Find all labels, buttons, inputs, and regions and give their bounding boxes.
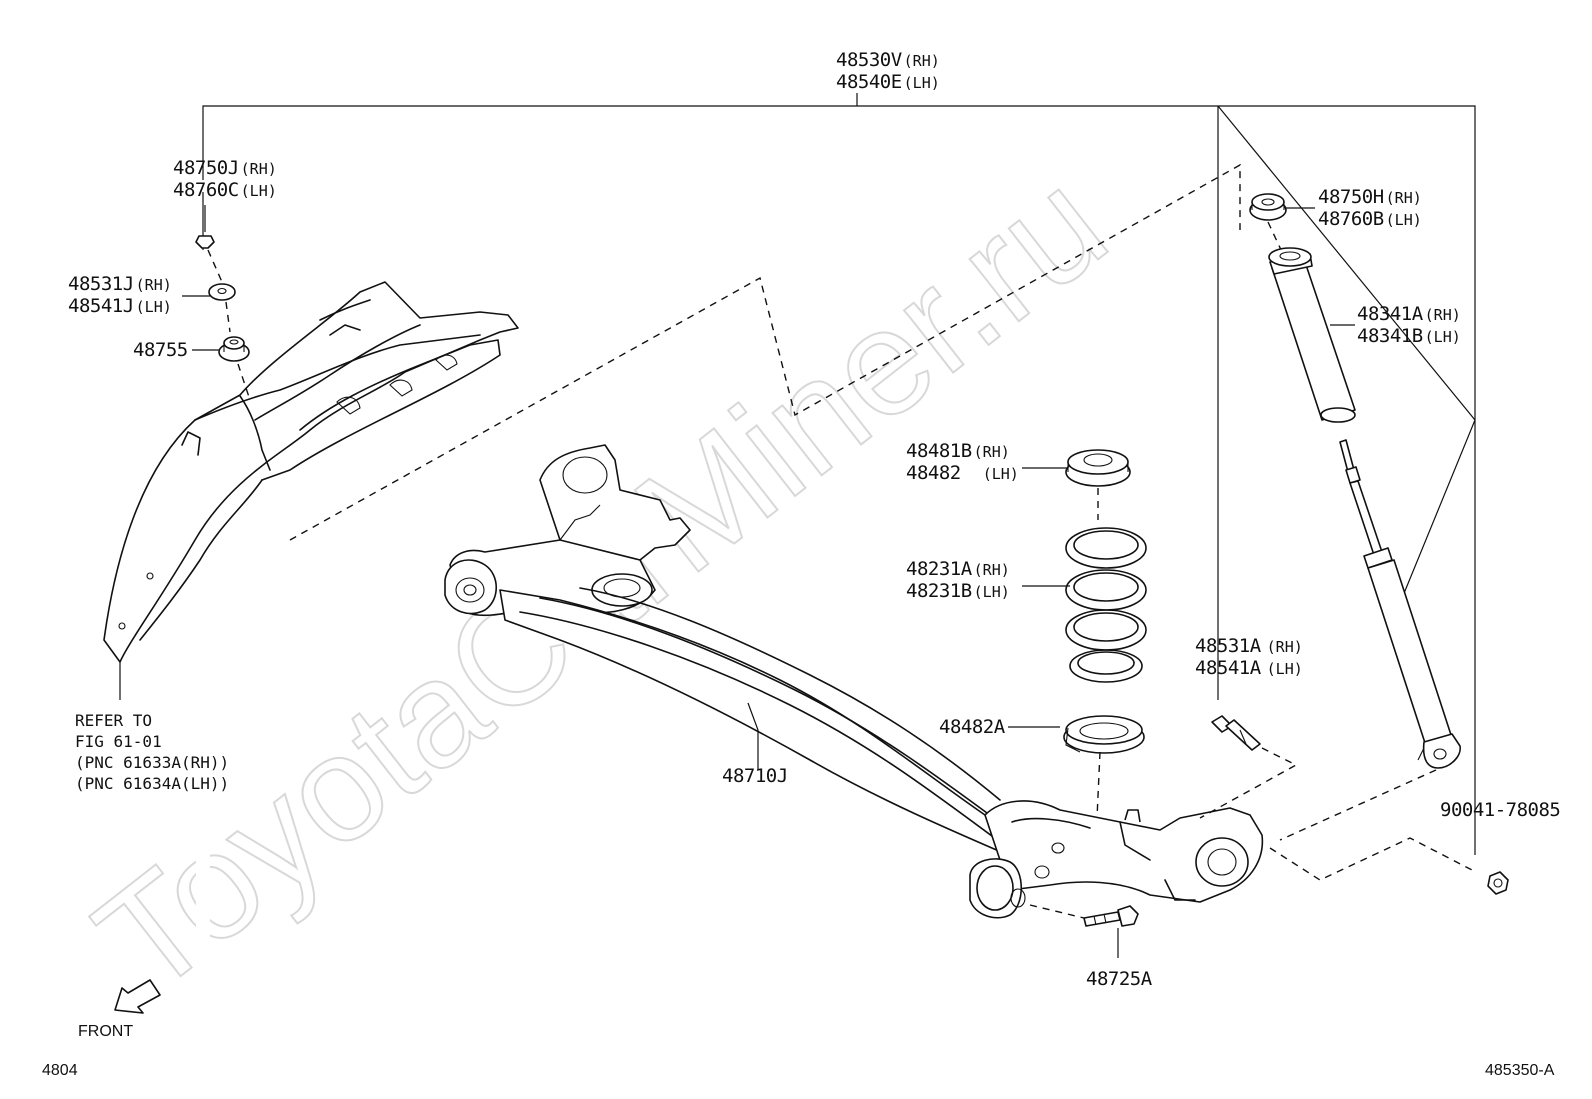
mount-cap-48750H-icon xyxy=(1249,193,1287,221)
front-arrow-icon xyxy=(114,979,161,1014)
label-48231B: 48231B(LH) xyxy=(906,580,1010,602)
label-48541J: 48541J(LH) xyxy=(68,295,172,317)
body-side-member-panel xyxy=(103,281,519,663)
ref-line-3: (PNC 61633A(RH)) xyxy=(75,753,229,772)
ref-line-2: FIG 61-01 xyxy=(75,732,162,751)
label-48341A: 48341A(RH) xyxy=(1357,303,1461,325)
bolt-48725A-icon xyxy=(1083,905,1139,927)
label-48755: 48755 xyxy=(133,339,188,361)
coil-spring-48231A xyxy=(1065,527,1147,683)
nut-90041-78085-icon xyxy=(1487,871,1509,895)
bolt-48531A-icon xyxy=(1211,715,1261,751)
label-48530V: 48530V(RH) xyxy=(836,49,940,71)
label-48341B: 48341B(LH) xyxy=(1357,325,1461,347)
ref-line-1: REFER TO xyxy=(75,711,152,730)
washer-48531J-icon xyxy=(208,283,236,301)
label-48760B: 48760B(LH) xyxy=(1318,208,1422,230)
front-label: FRONT xyxy=(78,1023,133,1040)
lower-spring-insulator-48482A xyxy=(1063,715,1145,754)
label-48540E: 48540E(LH) xyxy=(836,71,940,93)
rear-axle-beam-48710J xyxy=(444,444,1264,919)
label-48725A: 48725A xyxy=(1086,968,1153,990)
label-48760C: 48760C(LH) xyxy=(173,179,277,201)
label-48750J: 48750J(RH) xyxy=(173,157,277,179)
label-48482: 48482(LH) xyxy=(906,462,1019,484)
group-bracket-48530V xyxy=(202,93,1476,1000)
bushing-48755-icon xyxy=(218,336,250,362)
shock-absorber xyxy=(1339,439,1461,769)
ref-line-4: (PNC 61634A(LH)) xyxy=(75,774,229,793)
label-48531A: 48531A(RH) xyxy=(1195,635,1303,657)
label-48482A: 48482A xyxy=(939,716,1006,738)
label-48231A: 48231A(RH) xyxy=(906,558,1010,580)
label-48481B: 48481B(RH) xyxy=(906,440,1010,462)
label-48710J: 48710J xyxy=(722,765,788,787)
diagram-section-number: 4804 xyxy=(42,1062,78,1079)
label-48531J: 48531J(RH) xyxy=(68,273,172,295)
label-48541A: 48541A(LH) xyxy=(1195,657,1303,679)
label-90041-78085: 90041-78085 xyxy=(1440,799,1560,821)
label-48750H: 48750H(RH) xyxy=(1318,186,1422,208)
nut-48750J-icon xyxy=(195,235,215,249)
dust-boot-48341A xyxy=(1268,247,1356,423)
upper-spring-insulator-48481B xyxy=(1065,449,1131,487)
diagram-id: 485350-A xyxy=(1485,1062,1555,1079)
reference-note: REFER TO FIG 61-01 (PNC 61633A(RH)) (PNC… xyxy=(75,711,229,793)
